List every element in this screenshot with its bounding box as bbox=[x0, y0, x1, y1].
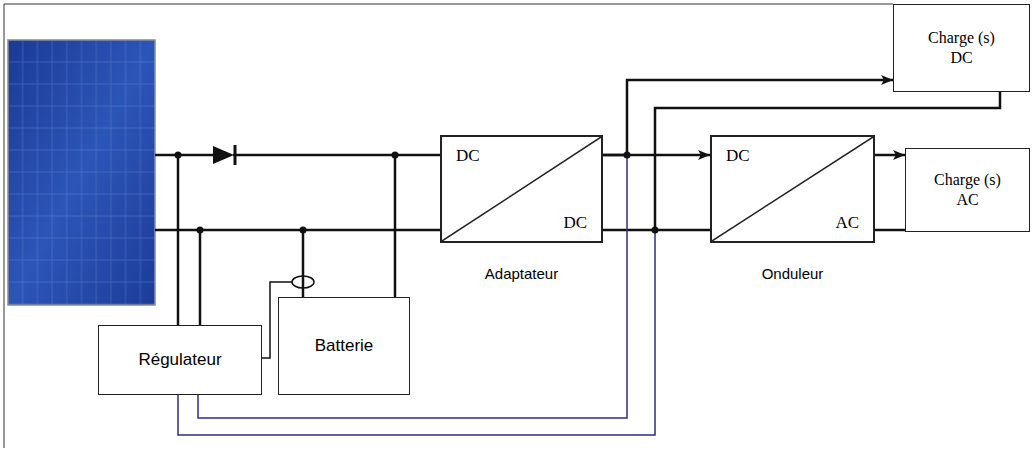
box-label: Régulateur bbox=[138, 349, 221, 370]
diagonal-line bbox=[712, 137, 873, 241]
current-sensor bbox=[292, 276, 314, 288]
diode-symbol bbox=[213, 146, 234, 164]
converter-box: DCDCAdaptateur bbox=[440, 135, 603, 243]
dc-wires bbox=[155, 92, 1000, 325]
solar-panel bbox=[8, 40, 155, 305]
box-label: Charge (s) DC bbox=[922, 28, 1002, 68]
wire bbox=[177, 155, 180, 325]
solar-cells bbox=[8, 40, 155, 305]
block-label: Adaptateur bbox=[442, 265, 601, 284]
power-connector bbox=[395, 155, 440, 297]
wire bbox=[155, 154, 213, 157]
diode-bar bbox=[234, 145, 237, 165]
junction-dot bbox=[300, 227, 307, 234]
wire bbox=[875, 229, 905, 232]
wire bbox=[233, 154, 395, 157]
junction-dot bbox=[197, 227, 204, 234]
diagonal-line bbox=[442, 137, 601, 241]
battery-box: Batterie bbox=[278, 297, 410, 395]
port-label: DC bbox=[456, 145, 480, 166]
port-label: DC bbox=[563, 212, 587, 233]
load-box: Charge (s) AC bbox=[905, 148, 1030, 232]
port-label: AC bbox=[835, 212, 859, 233]
wire bbox=[302, 230, 305, 297]
load-box: Charge (s) DC bbox=[893, 4, 1030, 92]
wire bbox=[199, 230, 202, 325]
port-label: DC bbox=[726, 145, 750, 166]
junction-dot bbox=[652, 227, 659, 234]
block-label: Onduleur bbox=[712, 265, 873, 284]
junction-dot bbox=[175, 152, 182, 159]
regulator-box: Régulateur bbox=[98, 325, 262, 395]
frame-line bbox=[4, 4, 893, 448]
box-label: Batterie bbox=[315, 335, 374, 356]
box-label: Charge (s) AC bbox=[928, 170, 1008, 210]
power-connector bbox=[875, 154, 905, 157]
inverter-box: DCACOnduleur bbox=[710, 135, 875, 243]
